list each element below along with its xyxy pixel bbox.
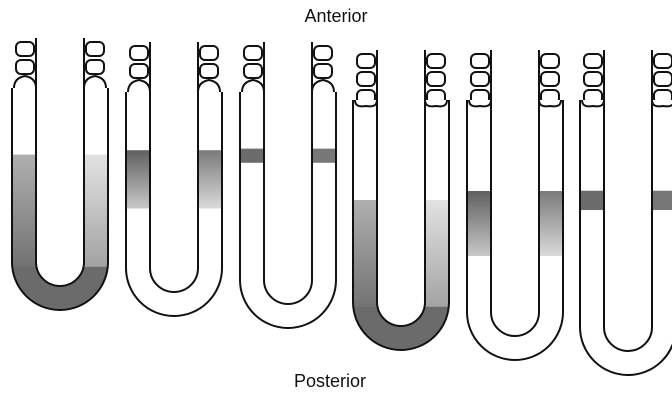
segment-neck (652, 100, 672, 106)
segment-cap (357, 54, 375, 68)
segment-cap (654, 54, 672, 68)
segment-cap (16, 60, 34, 74)
segment-neck (14, 76, 36, 88)
segment-neck (355, 100, 377, 106)
segment-neck (84, 76, 106, 88)
tube-shading (353, 200, 449, 355)
tube-shading (467, 191, 563, 256)
segment-cap (244, 46, 262, 60)
segment-cap (541, 54, 559, 68)
segment-neck (539, 100, 561, 106)
segment-cap (427, 54, 445, 68)
shade-band-right (628, 191, 672, 210)
tube-inner-outline (150, 42, 198, 292)
tube-body (240, 92, 336, 328)
segment-cap (130, 64, 148, 78)
segment-cap (314, 46, 332, 60)
u-tube-1 (12, 38, 108, 315)
u-tube-2 (126, 42, 222, 316)
segment-neck (312, 80, 334, 92)
u-tube-5 (467, 50, 563, 360)
segment-neck (242, 80, 264, 92)
segment-cap (86, 42, 104, 56)
shade-bottom (353, 307, 449, 355)
tube-inner-outline (491, 50, 539, 336)
tube-shading (240, 149, 336, 163)
segment-cap (427, 72, 445, 86)
segment-neck (469, 100, 491, 106)
segment-cap (86, 60, 104, 74)
segment-cap (584, 72, 602, 86)
tube-inner-outline (377, 50, 425, 326)
segment-cap (357, 72, 375, 86)
shade-bottom (12, 267, 108, 315)
tube-inner-outline (36, 38, 84, 286)
tube-shading (126, 150, 222, 208)
segment-neck (128, 80, 150, 92)
tube-inner-outline (264, 42, 312, 304)
segment-cap (244, 64, 262, 78)
u-tube-6 (580, 50, 672, 375)
segment-cap (200, 64, 218, 78)
segment-cap (314, 64, 332, 78)
u-tube-4 (353, 50, 449, 355)
segment-cap (16, 42, 34, 56)
segment-cap (541, 72, 559, 86)
segment-neck (198, 80, 220, 92)
segment-cap (471, 72, 489, 86)
segment-neck (425, 100, 447, 106)
segment-cap (471, 54, 489, 68)
u-tube-3 (240, 42, 336, 328)
tube-shading (12, 155, 108, 315)
tube-shading (580, 191, 672, 210)
tube-body (580, 100, 672, 375)
tube-inner-outline (604, 50, 652, 351)
segment-neck (582, 100, 604, 106)
segment-cap (200, 46, 218, 60)
segment-cap (654, 72, 672, 86)
posterior-label: Posterior (0, 371, 666, 392)
segment-cap (130, 46, 148, 60)
segment-cap (584, 54, 602, 68)
